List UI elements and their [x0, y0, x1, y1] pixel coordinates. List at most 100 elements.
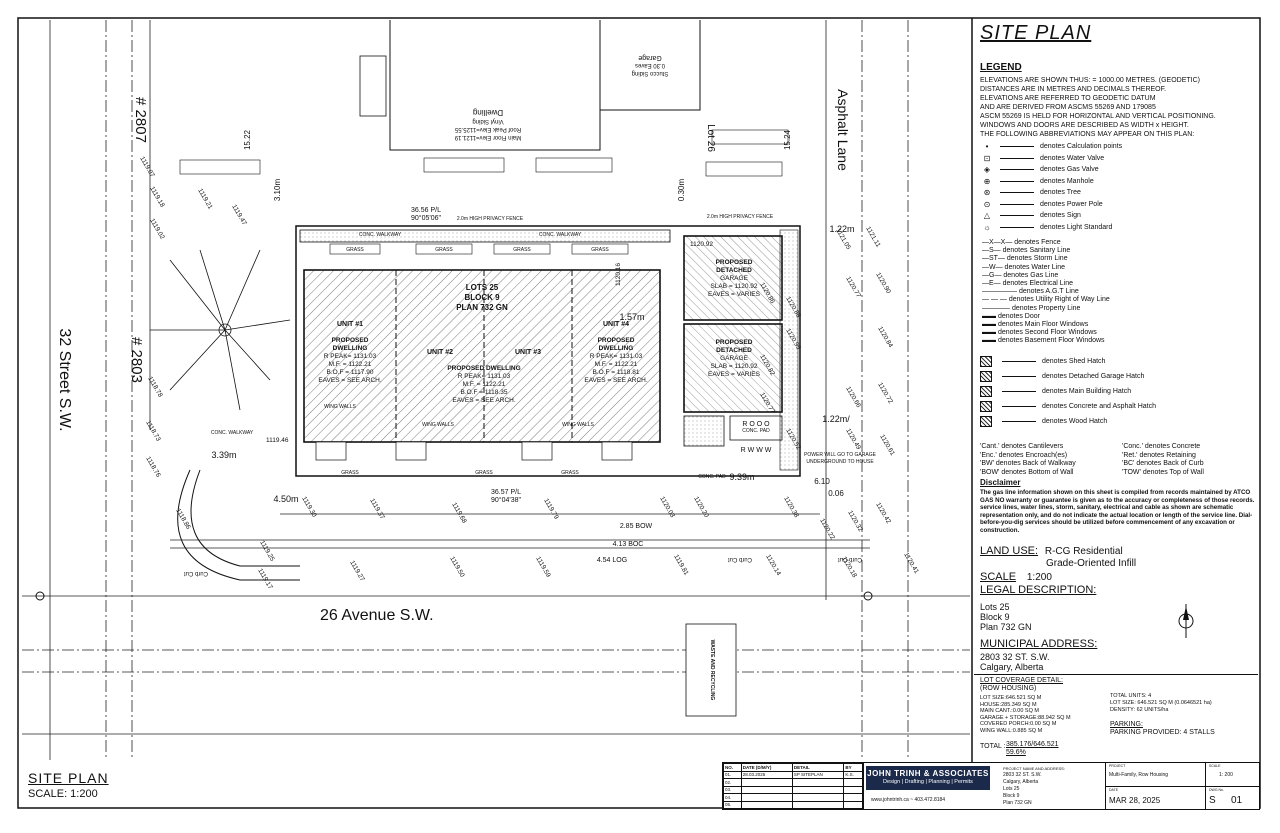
retaining-wall-notes: [179, 129, 789, 177]
rev-cell: 03.: [723, 785, 742, 794]
legendLines-item: ▬▬ denotes Second Floor Windows: [982, 329, 1097, 337]
elev: 1120.42: [874, 502, 892, 526]
legend-label: denotes Light Standard: [1040, 223, 1113, 231]
lot-2803: # 2803: [128, 337, 145, 383]
dim-pl-bot: 36.57 P/L: [491, 489, 521, 496]
lot-2807: # 2807: [132, 97, 149, 143]
gr2-line: EAVES = VARIES: [708, 371, 761, 378]
project-address: PROJECT NAME AND ADDRESS: 2803 32 ST. S.…: [1003, 765, 1065, 807]
property-line: [295, 225, 801, 477]
notes-item: AND ARE DERIVED FROM ASCMS 55269 AND 179…: [980, 104, 1156, 111]
proj-line: Lots 25: [1003, 786, 1020, 792]
muni-lines: 2803 32 ST. S.W. Calgary, Alberta: [980, 652, 1050, 672]
dim-310: 3.10m: [273, 179, 282, 202]
legal-line: Lots 25: [980, 602, 1010, 612]
hatch-swatch-icon: [980, 416, 992, 427]
dw4-line: M.F. = 1122.21: [595, 361, 638, 368]
rev-cell: 02.: [723, 778, 742, 787]
dwm-line: R PEAK= 1131.03: [458, 373, 511, 380]
dim-ang-bot: 90°04'38": [491, 496, 521, 504]
waste-label: WASTE AND RECYCLING: [709, 640, 715, 701]
elev: 1119.47: [230, 204, 248, 227]
proj-label: PROJECT NAME AND ADDRESS:: [1003, 766, 1065, 771]
parking-value: PARKING PROVIDED: 4 STALLS: [1110, 729, 1215, 736]
total-label: TOTAL :: [980, 743, 1006, 750]
hatch-swatch-icon: [980, 386, 992, 397]
covR-item: TOTAL UNITS: 4: [1110, 693, 1152, 699]
legend-row: ⊛denotes Tree: [980, 188, 1081, 197]
hatch-row: denotes Wood Hatch: [980, 416, 1107, 427]
project-value: Multi-Family, Row Housing: [1109, 772, 1169, 778]
notes-item: WINDOWS AND DOORS ARE DESCRIBED AS WIDTH…: [980, 122, 1189, 129]
muni-line: 2803 32 ST. S.W.: [980, 652, 1050, 662]
walkway-label-3: CONC. WALKWAY: [211, 430, 254, 436]
project-label: PROJECT: [1109, 764, 1126, 768]
grass-label: GRASS: [475, 470, 493, 476]
rev-cell: 01.: [723, 770, 742, 779]
coverage-heading: LOT COVERAGE DETAIL:: [980, 677, 1063, 684]
dw4-line: B.O.F = 1118.81: [593, 369, 640, 376]
elev: 1120.90: [874, 272, 892, 296]
gr1-line: EAVES = VARIES: [708, 291, 761, 298]
rev-header-cell: DATE (D/M/Y): [740, 763, 793, 772]
legend-row: ⊕denotes Manhole: [980, 177, 1094, 186]
rev-cell: 28.03.2025: [740, 770, 793, 779]
lot-26: Lot 26: [705, 124, 716, 152]
walkway-label: CONC. WALKWAY: [539, 232, 582, 238]
legend-row: ☼denotes Light Standard: [980, 223, 1112, 232]
sheet-title: SITE PLAN: [28, 770, 109, 786]
hatch-swatch-icon: [980, 371, 992, 382]
elev: 1120.22: [818, 518, 836, 542]
hatch-label: denotes Main Building Hatch: [1042, 388, 1132, 395]
curb-curve: [177, 469, 300, 581]
neighbour-roof: Roof Peak Elev=1125.55: [454, 126, 521, 132]
waste-sign: [685, 623, 737, 717]
unit-1-label: UNIT #1: [337, 321, 363, 328]
gr1-line: GARAGE: [720, 275, 748, 282]
legendLines-item: —W— denotes Water Line: [982, 263, 1065, 271]
grass-patch: [571, 243, 629, 255]
elev: 1119.59: [534, 556, 552, 579]
rev-cell: 04.: [723, 793, 742, 802]
north-arrow-icon: [1178, 604, 1194, 638]
grass-label: GRASS: [591, 247, 609, 253]
dw1-line: EAVES = SEE ARCH.: [318, 377, 381, 384]
elev: 1118.78: [146, 376, 164, 399]
rev-cell: [740, 785, 793, 794]
rev-cell: [843, 778, 863, 787]
bins-label-2: R W W W: [741, 447, 772, 454]
main-building: [303, 269, 661, 443]
rev-cell: [740, 800, 793, 809]
grass-patch: [329, 243, 381, 255]
date-label: DATE: [1109, 788, 1119, 792]
abbr-item: 'BC' denotes Back of Curb: [1122, 460, 1204, 467]
legend-symbol-icon: ⊡: [983, 153, 991, 163]
total-pct: 59.6%: [1006, 749, 1026, 756]
unit-2-label: UNIT #2: [427, 349, 453, 356]
neighbour-main: Main Floor Elev=1121.19: [454, 134, 521, 140]
minor-labels: 2.0m HIGH PRIVACY FENCE 2.0m HIGH PRIVAC…: [184, 214, 877, 576]
rev-header-cell: BY: [843, 763, 863, 772]
dim-339: 3.39m: [211, 450, 236, 460]
dw4-line: EAVES = SEE ARCH.: [584, 377, 647, 384]
dimension-labels: 36.56 P/L 90°05'06" 36.57 P/L 90°04'38" …: [211, 129, 854, 564]
elev: 1121.11: [864, 226, 882, 249]
neighbour-garage-label: Garage: [638, 54, 661, 61]
covL-item: MAIN CANT.:0.00 SQ M: [980, 708, 1039, 714]
tb-scale-value: 1: 200: [1219, 772, 1233, 778]
driveway-slope: [779, 229, 799, 471]
curb-cut-label-2: Curb Cut: [728, 556, 752, 562]
legend-label: denotes Manhole: [1040, 177, 1094, 185]
firm-services: Design | Drafting | Planning | Permits: [883, 779, 973, 785]
dw4-line: PROPOSED: [598, 337, 635, 344]
land-use-1: R-CG Residential: [1044, 546, 1123, 557]
rev-cell: [740, 793, 793, 802]
hatch-row: denotes Shed Hatch: [980, 356, 1105, 367]
dwg-no: 01: [1231, 795, 1243, 806]
dim-ang-top: 90°05'06": [411, 214, 441, 222]
elev: 1120.16: [615, 263, 622, 286]
